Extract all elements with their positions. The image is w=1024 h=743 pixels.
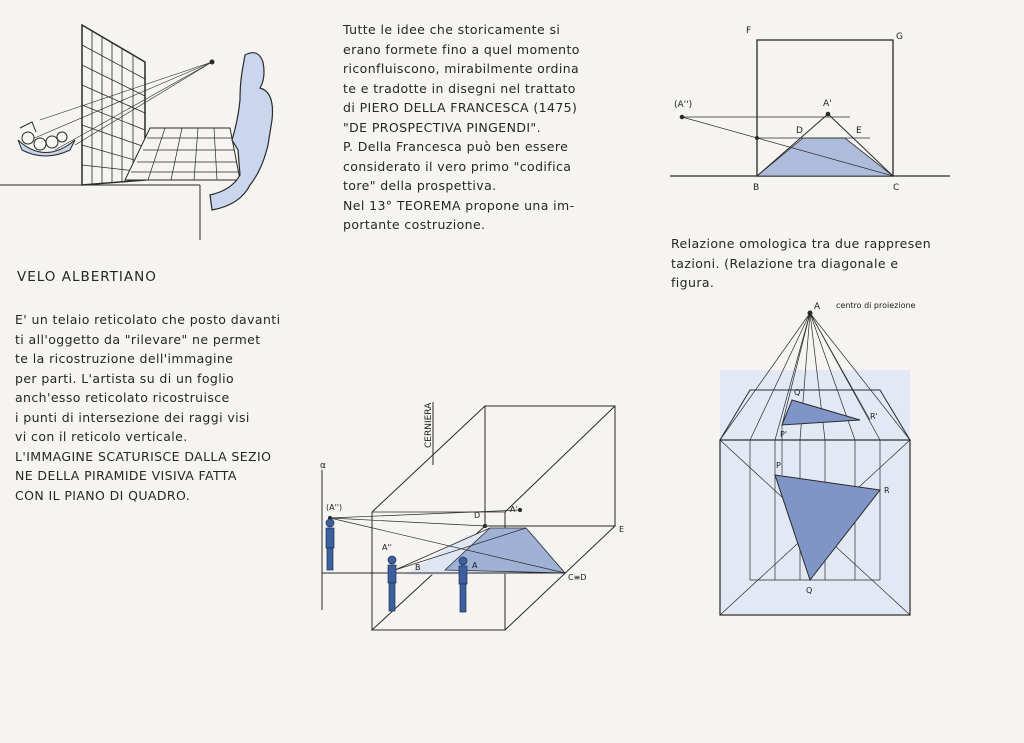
label-P1: P' (780, 430, 787, 439)
label-A2: (A'') (326, 503, 342, 512)
text-line: CON IL PIANO DI QUADRO. (15, 487, 191, 503)
text-line: NE DELLA PIRAMIDE VISIVA FATTA (15, 468, 237, 483)
label-R1: R' (870, 412, 878, 421)
text-line: i punti di intersezione dei raggi visi (15, 409, 250, 425)
label-G: G (896, 32, 903, 42)
text-line: te la ricostruzione dell'immagine (15, 351, 234, 366)
label-E: E (619, 525, 624, 534)
text-line: Relazione omologica tra due rappresen (671, 236, 932, 251)
label-A1: A' (510, 505, 518, 514)
label-Q: Q (806, 586, 812, 595)
label-A: A (814, 302, 821, 312)
text-line: figura. (671, 275, 715, 290)
label-A3: A'' (382, 543, 392, 552)
label-C: C (893, 183, 899, 193)
label-B: B (753, 183, 759, 193)
label-cerniera: CERNIERA (424, 402, 434, 448)
label-centro-di-proiezione: centro di proiezione (836, 301, 916, 310)
label-E: E (856, 126, 862, 136)
label-D: D (796, 126, 803, 136)
section-title-velo-albertiano: VELO ALBERTIANO (17, 269, 157, 285)
text-line: tazioni. (Relazione tra diagonale e (671, 255, 899, 271)
label-R: R (884, 486, 890, 495)
text-line: P. Della Francesca può ben essere (343, 139, 569, 154)
text-line: tore" della prospettiva. (343, 178, 497, 193)
text-line: Nel 13° TEOREMA propone una im- (343, 197, 575, 213)
text-line: Tutte le idee che storicamente si (343, 22, 561, 37)
middle-paragraph: Tutte le idee che storicamente si erano … (343, 20, 580, 235)
alberti-veil-illustration (0, 23, 274, 240)
right-caption: Relazione omologica tra due rappresen ta… (671, 234, 931, 293)
text-line: te e tradotte in disegni nel trattato (343, 80, 576, 96)
text-line: L'IMMAGINE SCATURISCE DALLA SEZIO (15, 448, 272, 464)
text-line: E' un telaio reticolato che posto davant… (15, 312, 281, 327)
homology-diagram-top: F G (A'') A' D E B C (670, 26, 950, 193)
text-line: vi con il reticolo verticale. (15, 429, 188, 444)
text-line: riconfluiscono, mirabilmente ordina (343, 61, 580, 76)
label-A: A (472, 561, 478, 570)
text-line: anch'esso reticolato ricostruisce (15, 390, 230, 405)
label-P: P (776, 461, 781, 470)
perspective-box-diagram: CERNIERA α (A'') D A' E A'' B A C≡D (320, 402, 624, 631)
label-D: D (474, 511, 480, 520)
text-line: erano formete fino a quel momento (343, 41, 580, 57)
text-line: di PIERO DELLA FRANCESCA (1475) (343, 100, 578, 115)
text-line: considerato il vero primo "codifica (343, 158, 572, 174)
label-alpha: α (320, 461, 326, 471)
left-paragraph: E' un telaio reticolato che posto davant… (15, 310, 280, 505)
label-A2: (A'') (674, 100, 692, 110)
text-line: per parti. L'artista su di un foglio (15, 370, 234, 386)
label-F: F (746, 26, 751, 36)
label-Q1: Q' (794, 388, 803, 397)
text-line: ti all'oggetto da "rilevare" ne permet (15, 331, 261, 347)
label-B: B (415, 563, 421, 572)
label-A1: A' (823, 99, 832, 109)
label-CD: C≡D (568, 573, 586, 582)
text-line: "DE PROSPECTIVA PINGENDI". (343, 119, 541, 135)
text-line: portante costruzione. (343, 217, 486, 232)
projection-center-diagram: A centro di proiezione Q' R' P' P R Q (719, 301, 916, 616)
